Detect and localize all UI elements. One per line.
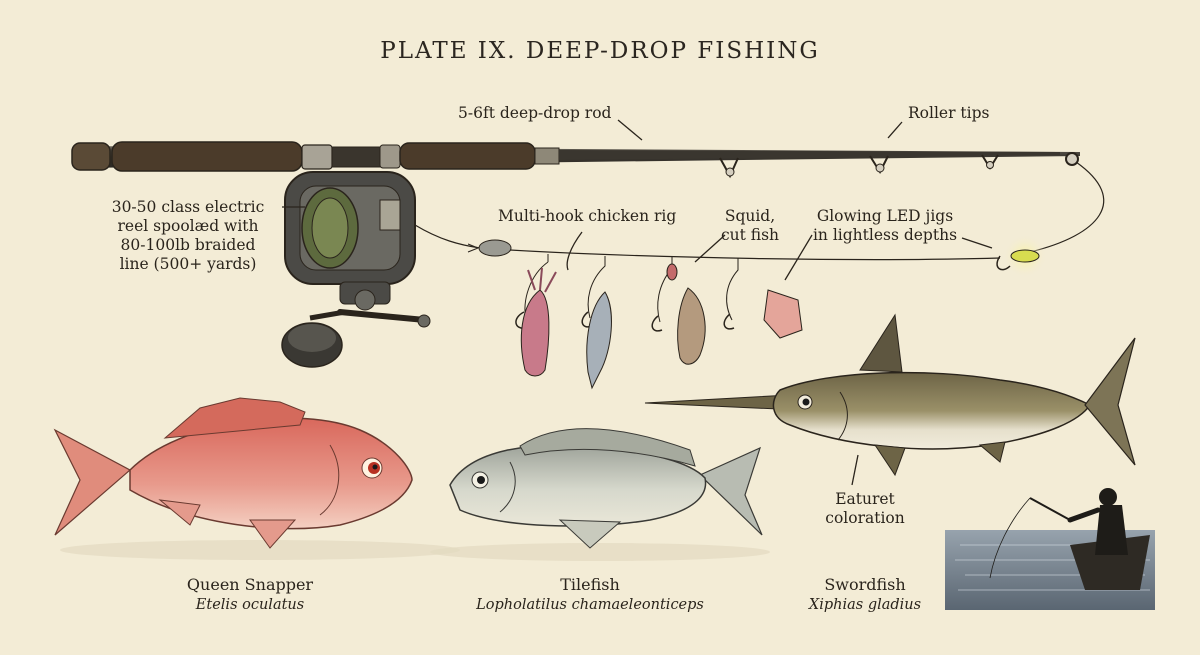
squid-bait [515,254,557,377]
plate-title: PLATE IX. DEEP-DROP FISHING [380,38,820,64]
leader-lines [282,119,993,486]
chicken-rig [467,234,1047,390]
label-reel: 30-50 class electric reel spoolæd with 8… [111,198,265,273]
label-chicken-rig: Multi-hook chicken rig [498,207,677,225]
label-led-jigs: Glowing LED jigs in lightless depths [812,207,958,244]
label-bait: Squid, cut fish [720,207,780,244]
led-jig [723,258,803,339]
electric-reel [281,171,431,368]
cut-fish-bait-2 [651,256,706,365]
queen-snapper-illustration [53,397,460,560]
label-roller-tips: Roller tips [908,104,990,122]
species-queen-snapper: Queen Snapper Etelis oculatus [186,575,314,613]
tilefish-illustration [430,428,770,561]
main-line [509,249,1001,261]
fishing-line-tip [1029,161,1105,253]
label-coloration: Eaturet coloration [825,490,905,527]
cut-fish-bait-1 [581,256,612,390]
fisherman-vignette [945,488,1155,610]
species-tilefish: Tilefish Lopholatilus chamaeleonticeps [476,575,704,613]
deep-drop-rod [71,141,1080,179]
species-swordfish: Swordfish Xiphias gladius [808,575,922,613]
swordfish-illustration [644,313,1136,477]
label-rod: 5-6ft deep-drop rod [458,104,612,122]
